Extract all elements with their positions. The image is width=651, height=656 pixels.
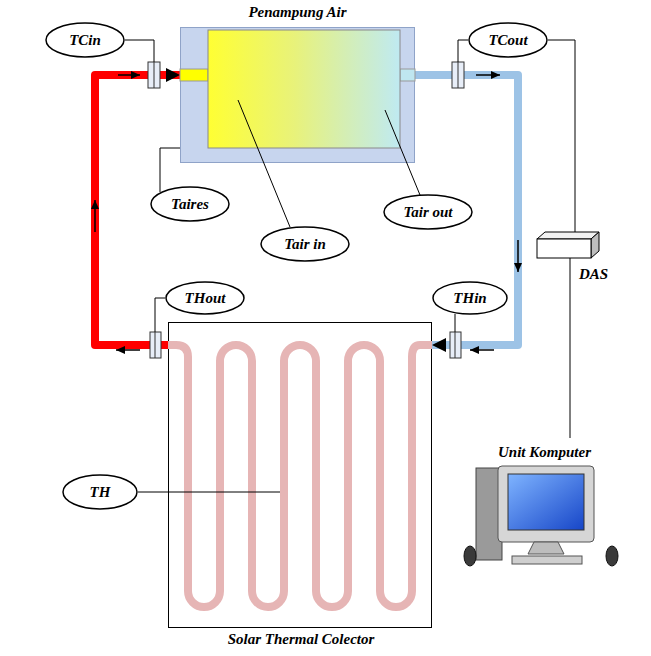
serpentine-tube <box>168 322 432 628</box>
das-box-shape <box>537 232 599 258</box>
sensor-name: THout <box>185 290 226 307</box>
heading: Penampung Air <box>181 4 414 21</box>
das-box: DAS <box>537 232 599 258</box>
sensor-name: TH <box>90 484 111 501</box>
sensor-label: THin <box>432 281 508 315</box>
signal-wire <box>548 40 575 232</box>
sensor-name: TCin <box>69 32 101 49</box>
sensor-label: Tair out <box>383 194 473 230</box>
computer-unit: Unit Komputer <box>462 438 627 573</box>
sensor-name: Tair in <box>284 236 326 253</box>
sensor-label: TCout <box>468 22 548 58</box>
sensor-label: THout <box>165 281 245 315</box>
sensor-label: Taires <box>150 186 230 222</box>
sensor-name: THin <box>453 290 486 307</box>
sensor-name: TCout <box>488 32 527 49</box>
heading: DAS <box>579 266 608 283</box>
solar-collector: Solar Thermal Colector <box>168 322 432 628</box>
sensor-label: TCin <box>45 22 125 58</box>
heading: Unit Komputer <box>462 444 627 461</box>
sensor-name: Taires <box>171 196 209 213</box>
tank-interior <box>180 27 415 163</box>
sensor-label: Tair in <box>260 226 350 262</box>
sensor-name: Tair out <box>403 204 452 221</box>
data-cable <box>570 258 571 438</box>
heading: Solar Thermal Colector <box>129 631 473 648</box>
computer-picture <box>462 464 627 574</box>
sensor-label: TH <box>62 474 138 510</box>
water-tank: Penampung Air <box>180 27 415 163</box>
